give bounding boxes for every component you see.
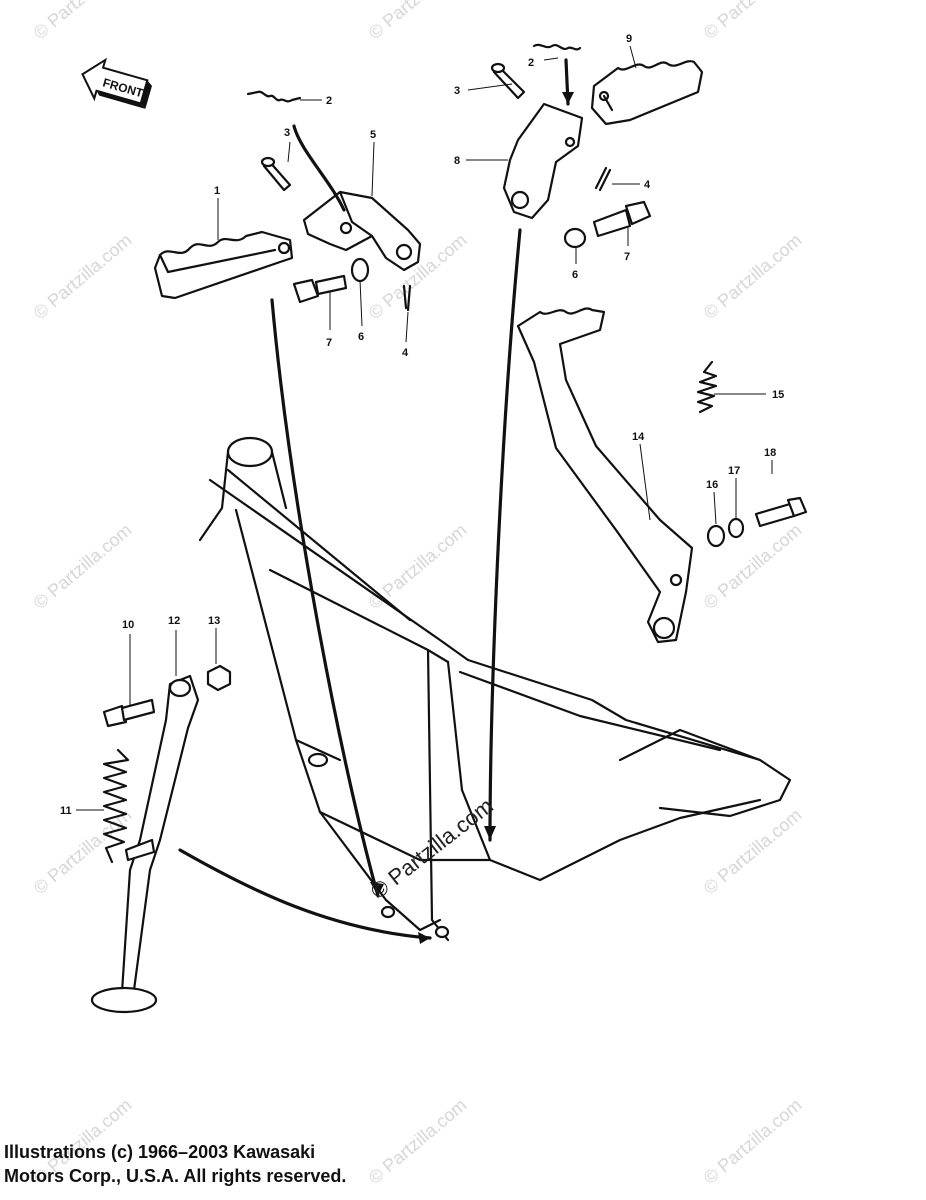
spring-part-2-right	[532, 43, 582, 51]
washer-part-16	[706, 524, 726, 548]
footpeg-part-1	[153, 230, 294, 300]
callout-label: 4	[402, 347, 409, 359]
watermark: © Partzilla.com	[700, 230, 806, 323]
watermark: © Partzilla.com	[30, 520, 136, 613]
callout-label: 9	[626, 33, 632, 45]
watermark: © Partzilla.com	[365, 1095, 471, 1188]
callout-label: 17	[728, 465, 740, 477]
pin-part-3-left	[260, 156, 292, 192]
spring-part-15	[696, 360, 718, 414]
spring-part-11	[102, 748, 130, 864]
brake-pedal-part-14	[516, 307, 694, 644]
callout-label: 15	[772, 389, 784, 401]
callout-label: 2	[326, 95, 332, 107]
bolt-part-18	[754, 496, 808, 528]
front-arrow: FRONT	[81, 57, 152, 109]
copyright-notice: Illustrations (c) 1966–2003 Kawasaki Mot…	[4, 1140, 346, 1188]
callout-label: 7	[624, 251, 630, 263]
callout-label: 16	[706, 479, 718, 491]
bracket-part-8	[502, 102, 584, 220]
callout-label: 2	[528, 57, 534, 69]
callout-label: 7	[326, 337, 332, 349]
bolt-part-7-left	[292, 274, 348, 304]
callout-label: 3	[454, 85, 460, 97]
spring-part-2-left	[246, 90, 302, 103]
watermark: © Partzilla.com	[30, 0, 136, 43]
copyright-line-1: Illustrations (c) 1966–2003 Kawasaki	[4, 1142, 316, 1162]
callout-label: 4	[644, 179, 651, 191]
assembly-arrows	[178, 58, 574, 944]
callout-label: 14	[632, 431, 645, 443]
leader-lines	[76, 45, 773, 811]
watermark: © Partzilla.com	[700, 805, 806, 898]
callout-label: 6	[572, 269, 578, 281]
washer-part-17	[727, 517, 745, 539]
nut-part-13	[206, 664, 232, 692]
callout-label: 11	[60, 805, 72, 817]
callout-label: 5	[370, 129, 376, 141]
footpeg-part-9	[590, 60, 704, 126]
pin-part-3-right	[490, 62, 526, 100]
frame	[198, 436, 792, 942]
washer-part-6-right	[563, 227, 587, 249]
copyright-line-2: Motors Corp., U.S.A. All rights reserved…	[4, 1166, 347, 1186]
watermark: © Partzilla.com	[365, 0, 471, 43]
watermark: © Partzilla.com	[700, 1095, 806, 1188]
watermark: © Partzilla.com	[700, 0, 806, 43]
callout-label: 6	[358, 331, 364, 343]
callout-labels: 2 3 1 5 7 6 4 2 3 8 9 4 6 7 15 14 18 16 …	[60, 33, 784, 817]
callout-label: 18	[764, 447, 776, 459]
bolt-part-7-right	[592, 200, 652, 238]
side-stand-part-12	[90, 674, 200, 1014]
watermark: © Partzilla.com	[30, 230, 136, 323]
bolt-part-10	[102, 698, 156, 728]
cotter-pin-part-4-right	[594, 166, 612, 192]
callout-label: 8	[454, 155, 460, 167]
watermark: © Partzilla.com	[30, 805, 136, 898]
watermark-layer: © Partzilla.com © Partzilla.com © Partzi…	[30, 0, 806, 1188]
cotter-pin-part-4-left	[402, 284, 412, 312]
callout-label: 13	[208, 615, 220, 627]
callout-label: 12	[168, 615, 180, 627]
callout-label: 10	[122, 619, 134, 631]
callout-label: 1	[214, 185, 220, 197]
bracket-part-5	[302, 190, 422, 272]
callout-label: 3	[284, 127, 290, 139]
washer-part-6-left	[350, 257, 370, 283]
